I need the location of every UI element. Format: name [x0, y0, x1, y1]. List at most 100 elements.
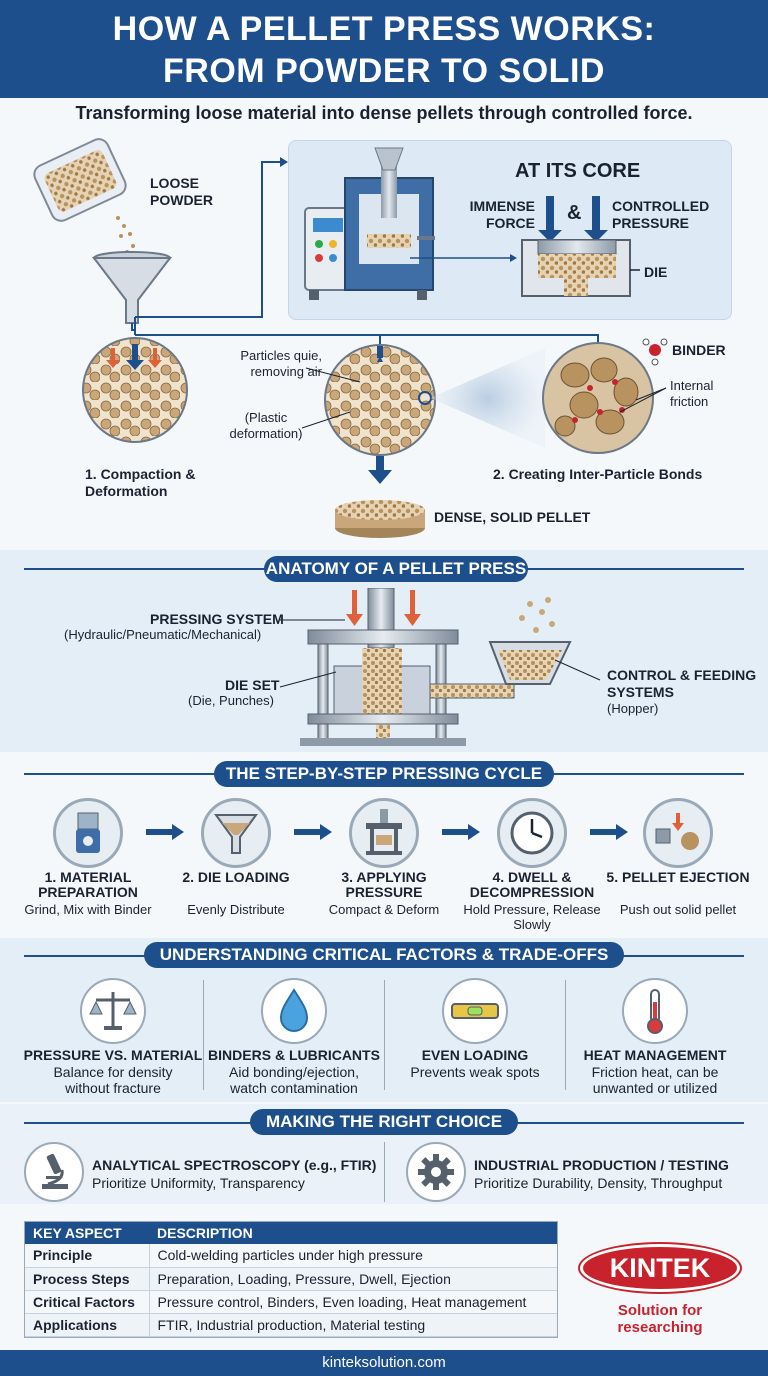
particles-note: Particles quie, removing air [240, 348, 322, 379]
cycle-step-desc: Evenly Distribute [187, 902, 285, 917]
arrow-right-icon [294, 824, 334, 845]
pressure-arrows-icon [346, 590, 421, 626]
factor-divider [565, 980, 566, 1090]
anatomy-title: ANATOMY OF A PELLET PRESS [264, 556, 528, 582]
title-line-1: HOW A PELLET PRESS WORKS: [112, 10, 656, 48]
table-cell-aspect: Process Steps [25, 1267, 150, 1291]
choice-right-desc: Prioritize Durability, Density, Throughp… [474, 1175, 723, 1191]
factor-desc: Aid bonding/ejection, watch contaminatio… [229, 1064, 359, 1096]
press-icon [349, 798, 419, 868]
overview-illustration [33, 138, 668, 538]
binder-molecule-icon [642, 338, 668, 366]
choice-title: MAKING THE RIGHT CHOICE [250, 1109, 518, 1135]
control-feeding-label: CONTROL & FEEDING SYSTEMS [607, 667, 757, 700]
factor-title: HEAT MANAGEMENT [583, 1047, 727, 1063]
gear-icon [406, 1142, 466, 1202]
factor-title: PRESSURE VS. MATERIAL [23, 1047, 203, 1063]
die-icon [521, 239, 631, 297]
step-1-compaction: 1. Compaction & Deformation [85, 466, 196, 499]
cycle-step-desc: Compact & Deform [328, 902, 440, 917]
cycle-step-desc: Push out solid pellet [619, 902, 737, 917]
table-cell-description: Cold-welding particles under high pressu… [149, 1244, 557, 1268]
level-icon [442, 978, 508, 1044]
dense-pellet-label: DENSE, SOLID PELLET [434, 509, 591, 525]
thermometer-icon [622, 978, 688, 1044]
controlled-pressure-label: CONTROLLED PRESSURE [612, 198, 710, 231]
title-line-2: FROM POWDER TO SOLID [163, 52, 605, 90]
microscope-icon [24, 1142, 84, 1202]
cycle-step-title: 3. APPLYING PRESSURE [341, 869, 427, 900]
cycle-step-title: 5. PELLET EJECTION [606, 869, 750, 885]
pressing-system-label: PRESSING SYSTEM [150, 611, 284, 627]
header-banner: HOW A PELLET PRESS WORKS: FROM POWDER TO… [0, 0, 768, 98]
choice-divider [384, 1142, 385, 1202]
factors-title: UNDERSTANDING CRITICAL FACTORS & TRADE-O… [144, 942, 624, 968]
press-machine-icon [304, 147, 435, 300]
funnel-icon [91, 251, 173, 324]
ejection-icon [643, 798, 713, 868]
factor-desc: Friction heat, can be unwanted or utiliz… [591, 1064, 719, 1096]
control-feeding-sub: (Hopper) [607, 701, 659, 716]
funnel-icon [201, 798, 271, 868]
table-cell-description: FTIR, Industrial production, Material te… [149, 1313, 557, 1337]
cycle-step-desc: Grind, Mix with Binder [24, 902, 152, 917]
immense-force-label: IMMENSE FORCE [469, 198, 535, 231]
powder-jar-icon [33, 138, 127, 222]
choice-left-desc: Prioritize Uniformity, Transparency [92, 1175, 305, 1191]
die-label: DIE [644, 264, 668, 280]
factor-desc: Balance for density without fracture [53, 1064, 173, 1096]
table-cell-aspect: Applications [25, 1313, 150, 1337]
binder-label: BINDER [672, 342, 726, 358]
choice-left-title: ANALYTICAL SPECTROSCOPY (e.g., FTIR) [92, 1157, 377, 1173]
cycle-title: THE STEP-BY-STEP PRESSING CYCLE [214, 761, 554, 787]
pellet-icon [335, 500, 425, 538]
factor-divider [384, 980, 385, 1090]
internal-friction-label: Internal friction [670, 378, 714, 409]
kintek-logo: KINTEK [580, 1244, 740, 1292]
deformation-circle-icon [324, 344, 436, 456]
cycle-step-title: 2. DIE LOADING [182, 869, 290, 885]
factor-title: BINDERS & LUBRICANTS [208, 1047, 380, 1063]
brand-tagline: Solution for researching [617, 1302, 703, 1336]
footer-url[interactable]: kinteksolution.com [0, 1350, 768, 1376]
factor-desc: Prevents weak spots [410, 1064, 540, 1080]
arrow-right-icon [442, 824, 482, 845]
table-cell-aspect: Principle [25, 1244, 150, 1268]
clock-icon [497, 798, 567, 868]
factor-title: EVEN LOADING [421, 1047, 529, 1063]
table-cell-description: Preparation, Loading, Pressure, Dwell, E… [149, 1267, 557, 1291]
scale-icon [80, 978, 146, 1044]
factor-divider [203, 980, 204, 1090]
step-2-bonds: 2. Creating Inter-Particle Bonds [493, 466, 703, 482]
choice-right-title: INDUSTRIAL PRODUCTION / TESTING [474, 1157, 729, 1173]
core-title: AT ITS CORE [515, 160, 641, 182]
droplet-icon [261, 978, 327, 1044]
press-anatomy-illustration [300, 588, 572, 746]
kintek-logo-text: KINTEK [609, 1253, 711, 1283]
compaction-circle-icon [82, 337, 188, 443]
arrow-right-icon [590, 824, 630, 845]
force-arrows-icon [538, 196, 608, 242]
cycle-step-desc: Hold Pressure, Release Slowly [463, 902, 601, 932]
arrow-right-icon [146, 824, 186, 845]
bonding-circle-icon [542, 342, 654, 454]
cycle-step-title: 4. DWELL & DECOMPRESSION [469, 869, 595, 900]
grinder-icon [53, 798, 123, 868]
anatomy-leader-lines [279, 619, 601, 688]
loose-powder-label: LOOSE POWDER [150, 175, 213, 208]
die-set-sub: (Die, Punches) [188, 693, 274, 708]
table-header-aspect: KEY ASPECT [25, 1222, 149, 1244]
cycle-step-title: 1. MATERIAL PREPARATION [38, 869, 138, 900]
subtitle: Transforming loose material into dense p… [75, 103, 693, 123]
pressing-system-sub: (Hydraulic/Pneumatic/Mechanical) [64, 627, 262, 642]
table-cell-description: Pressure control, Binders, Even loading,… [149, 1290, 557, 1314]
table-header-description: DESCRIPTION [149, 1222, 557, 1244]
table-cell-aspect: Critical Factors [25, 1290, 150, 1314]
ampersand-label: & [567, 202, 582, 224]
die-set-label: DIE SET [225, 677, 280, 693]
